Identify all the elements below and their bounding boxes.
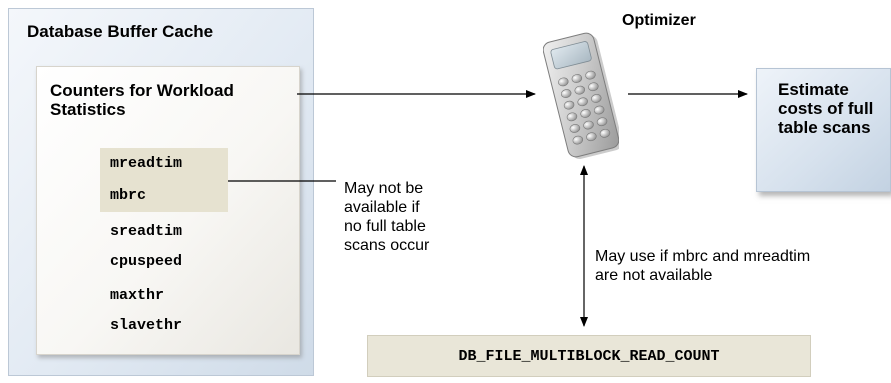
workload-counters-title: Counters for Workload Statistics: [50, 81, 234, 119]
workload-counters-panel: [36, 66, 300, 355]
counter-maxthr: maxthr: [110, 287, 165, 304]
mbrc-availability-note: May not be available if no full table sc…: [344, 179, 429, 255]
database-buffer-cache-title: Database Buffer Cache: [27, 22, 214, 41]
counter-cpuspeed: cpuspeed: [110, 253, 183, 270]
counter-sreadtim: sreadtim: [110, 223, 183, 240]
counter-mreadtim: mreadtim: [110, 155, 183, 172]
parameter-usage-note-text: May use if mbrc and mreadtim are not ava…: [595, 248, 811, 284]
parameter-box: [367, 335, 811, 377]
estimate-costs-text: Estimate costs of full table scans: [778, 80, 874, 137]
calculator-icon: [543, 32, 619, 160]
counter-slavethr: slavethr: [110, 317, 183, 334]
mbrc-availability-note-text: May not be available if no full table sc…: [344, 180, 430, 254]
parameter-name: DB_FILE_MULTIBLOCK_READ_COUNT: [458, 347, 720, 365]
optimizer-label: Optimizer: [622, 12, 696, 29]
counter-mbrc: mbrc: [110, 187, 147, 204]
parameter-usage-note: May use if mbrc and mreadtim are not ava…: [595, 247, 810, 285]
mreadtim-mbrc-highlight: [100, 148, 228, 212]
